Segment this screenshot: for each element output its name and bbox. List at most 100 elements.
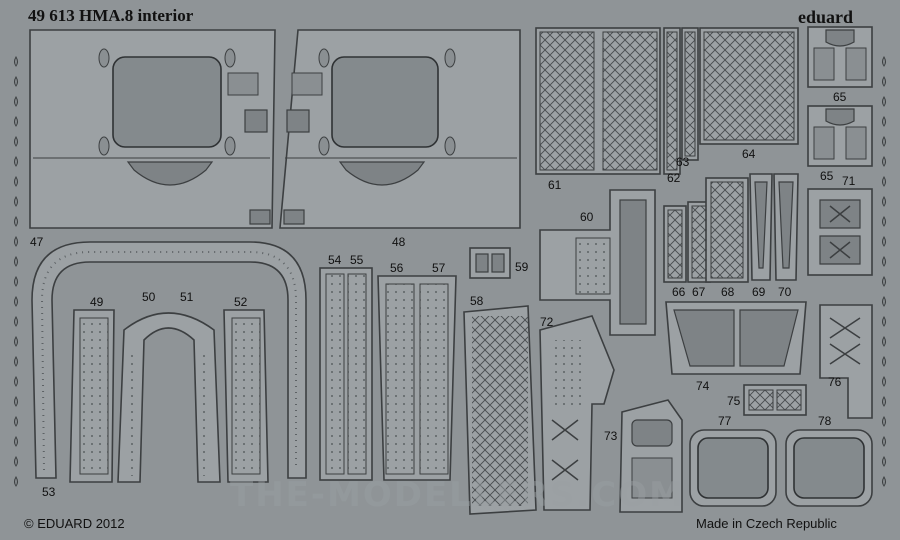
- part-63-mesh: [681, 27, 699, 161]
- edge-hole: [882, 196, 886, 207]
- part-label-59: 59: [515, 260, 529, 274]
- made-in-text: Made in Czech Republic: [696, 516, 837, 531]
- part-77-frame: [689, 429, 777, 507]
- part-label-63: 63: [676, 155, 690, 169]
- edge-hole: [14, 416, 18, 427]
- edge-hole: [14, 196, 18, 207]
- edge-hole: [882, 136, 886, 147]
- part-label-76: 76: [828, 375, 842, 389]
- part-label-62: 62: [667, 171, 681, 185]
- part-label-68: 68: [721, 285, 735, 299]
- edge-hole: [14, 376, 18, 387]
- part-54-55-strip: [319, 267, 373, 481]
- part-52-strip: [223, 309, 269, 483]
- part-53-frame: [31, 241, 307, 479]
- edge-hole: [882, 156, 886, 167]
- part-58-mesh: [463, 305, 537, 515]
- part-label-64: 64: [742, 147, 756, 161]
- edge-hole: [14, 296, 18, 307]
- part-67-strip: [687, 201, 711, 283]
- part-label-53: 53: [42, 485, 56, 499]
- part-70-strip: [773, 173, 799, 281]
- part-label-51: 51: [180, 290, 194, 304]
- edge-hole: [14, 216, 18, 227]
- part-73-panel: [619, 399, 683, 513]
- edge-hole: [882, 456, 886, 467]
- edge-hole: [882, 396, 886, 407]
- part-label-60: 60: [580, 210, 594, 224]
- part-label-65-top: 65: [833, 90, 847, 104]
- part-69-strip: [749, 173, 773, 281]
- edge-hole: [882, 216, 886, 227]
- edge-hole: [882, 56, 886, 67]
- part-label-65-bottom: 65: [820, 169, 834, 183]
- part-label-49: 49: [90, 295, 104, 309]
- part-label-56: 56: [390, 261, 404, 275]
- edge-hole: [14, 56, 18, 67]
- edge-hole: [14, 96, 18, 107]
- edge-hole: [14, 176, 18, 187]
- part-label-50: 50: [142, 290, 156, 304]
- part-76-panel: [819, 304, 873, 419]
- part-61-mesh: [535, 27, 661, 175]
- part-label-48: 48: [392, 235, 406, 249]
- part-78-frame: [785, 429, 873, 507]
- part-label-66: 66: [672, 285, 686, 299]
- edge-hole: [14, 456, 18, 467]
- part-60-bracket: [539, 189, 656, 336]
- part-label-74: 74: [696, 379, 710, 393]
- part-72-panel: [539, 315, 615, 511]
- fret-title: 49 613 HMA.8 interior: [28, 6, 194, 25]
- edge-hole: [14, 476, 18, 487]
- part-label-47: 47: [30, 235, 44, 249]
- edge-hole: [14, 276, 18, 287]
- part-64-mesh: [699, 27, 799, 145]
- edge-hole: [882, 236, 886, 247]
- part-47-panel: [29, 29, 276, 229]
- part-65-top: [807, 26, 873, 88]
- edge-hole: [14, 436, 18, 447]
- edge-hole: [882, 436, 886, 447]
- part-label-78: 78: [818, 414, 832, 428]
- part-label-73: 73: [604, 429, 618, 443]
- edge-hole: [882, 316, 886, 327]
- edge-hole: [14, 316, 18, 327]
- part-56-57-strip: [377, 275, 457, 481]
- edge-hole: [14, 136, 18, 147]
- part-71-frame: [807, 188, 873, 276]
- part-label-57: 57: [432, 261, 446, 275]
- part-label-61: 61: [548, 178, 562, 192]
- part-62-mesh: [663, 27, 681, 175]
- edge-hole: [882, 376, 886, 387]
- part-59-clip: [469, 247, 511, 279]
- brand-logo: eduard: [798, 7, 853, 27]
- part-68-strip: [705, 177, 749, 283]
- part-65-bottom: [807, 105, 873, 167]
- edge-hole: [882, 256, 886, 267]
- part-label-72: 72: [540, 315, 554, 329]
- edge-hole: [882, 476, 886, 487]
- left-edge-holes: [14, 56, 18, 487]
- part-74-panel: [665, 301, 807, 375]
- edge-hole: [882, 336, 886, 347]
- edge-hole: [14, 116, 18, 127]
- part-label-58: 58: [470, 294, 484, 308]
- edge-hole: [882, 76, 886, 87]
- part-label-54: 54: [328, 253, 342, 267]
- part-label-55: 55: [350, 253, 364, 267]
- copyright-text: © EDUARD 2012: [24, 516, 125, 531]
- part-50-51-arch: [117, 312, 221, 483]
- edge-hole: [14, 236, 18, 247]
- part-48-panel: [279, 29, 521, 229]
- edge-hole: [882, 296, 886, 307]
- part-label-75: 75: [727, 394, 741, 408]
- edge-hole: [14, 396, 18, 407]
- edge-hole: [14, 256, 18, 267]
- watermark-text: THE-MODELLERS.COM: [230, 475, 685, 515]
- part-label-71: 71: [842, 174, 856, 188]
- right-edge-holes: [882, 56, 886, 487]
- edge-hole: [882, 416, 886, 427]
- part-75-mesh: [743, 384, 807, 416]
- part-66-strip: [663, 205, 687, 283]
